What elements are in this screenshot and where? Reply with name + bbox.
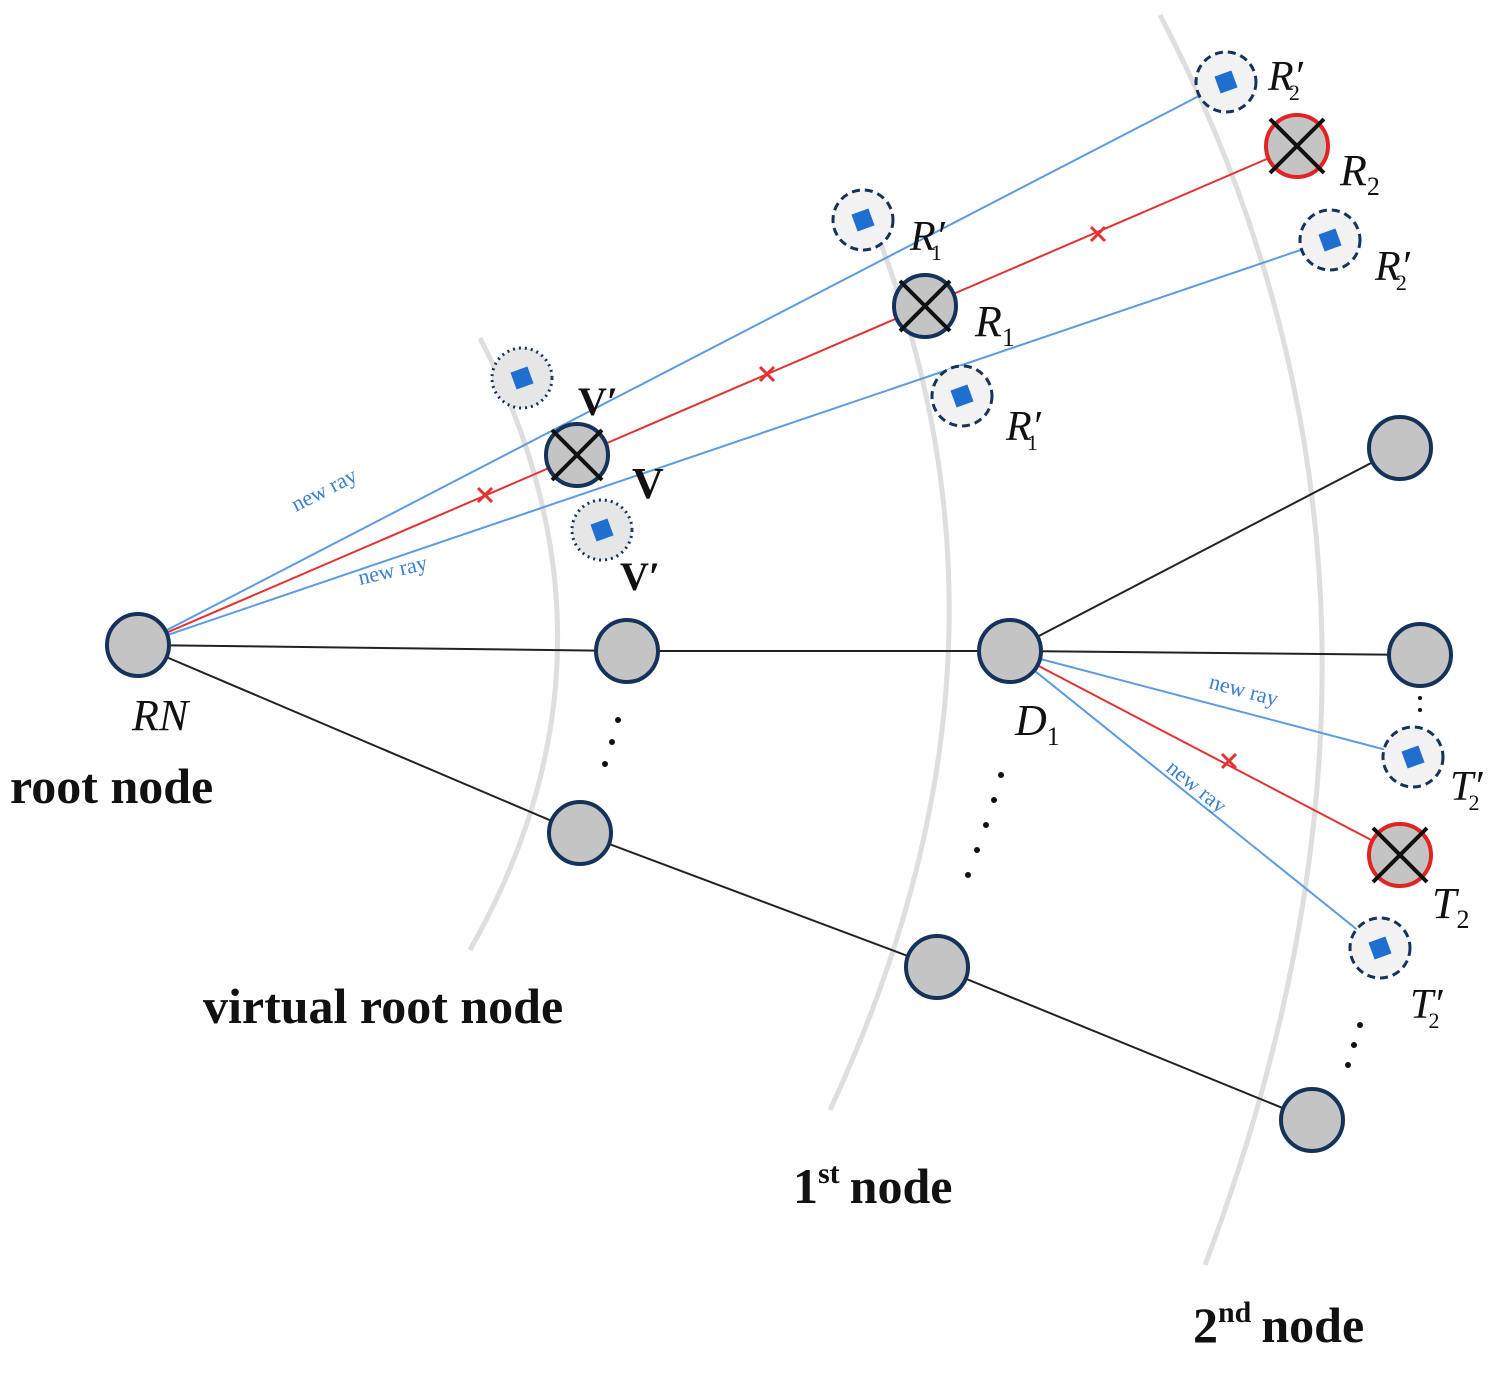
virtual-node-r1-prime-upper xyxy=(831,188,895,252)
virtual-node-r2-prime-lower xyxy=(1298,208,1362,272)
blocked-node-r2 xyxy=(1264,113,1330,179)
label-r2-prime-upper: R′2 xyxy=(1267,54,1304,105)
label-v: V xyxy=(632,459,664,508)
label-r1: R1 xyxy=(974,297,1015,352)
new-ray-label-2: new ray xyxy=(356,550,430,590)
second-node-arc xyxy=(1157,13,1325,1266)
node-second-mid xyxy=(1387,622,1453,688)
node-virtual-root xyxy=(594,618,660,684)
dots-second-bottom xyxy=(1345,1022,1363,1068)
node-virtual-lower xyxy=(547,800,613,866)
dots-second-top xyxy=(1418,696,1422,712)
blocked-node-v xyxy=(544,422,610,488)
new-ray-label-1: new ray xyxy=(287,462,361,516)
caption-virtual-root-node: virtual root node xyxy=(203,978,563,1034)
block-mark-1 xyxy=(476,486,494,504)
virtual-node-v-prime-upper xyxy=(490,346,554,410)
edge-lower-mid xyxy=(579,832,938,968)
label-v-prime-upper: V′ xyxy=(578,379,618,424)
new-ray-lower xyxy=(137,239,1331,646)
node-second-top xyxy=(1367,415,1433,481)
label-r2: R2 xyxy=(1339,146,1380,201)
virtual-node-t2-prime-upper xyxy=(1381,725,1445,789)
new-ray-label-4: new ray xyxy=(1162,754,1232,818)
label-rn: RN xyxy=(131,691,191,740)
label-t2: T2 xyxy=(1432,879,1469,934)
label-r1-prime-upper: R′1 xyxy=(909,214,946,265)
label-t2-prime-upper: T′2 xyxy=(1450,764,1483,815)
new-ray-upper xyxy=(137,81,1227,646)
dots-first xyxy=(965,772,1004,878)
label-d1: D1 xyxy=(1014,696,1060,751)
virtual-node-r1-prime-lower xyxy=(930,364,994,428)
virtual-node-t2-prime-lower xyxy=(1348,916,1412,980)
blocked-node-r1 xyxy=(892,273,958,339)
block-marks xyxy=(476,225,1238,770)
virtual-root-arc xyxy=(467,336,560,952)
new-ray-d1-lower xyxy=(1009,650,1381,949)
label-r2-prime-lower: R′2 xyxy=(1374,244,1411,295)
blocked-ray-d1 xyxy=(1009,650,1401,856)
new-rays xyxy=(137,81,1414,949)
node-root xyxy=(105,612,171,678)
block-mark-3 xyxy=(1089,225,1107,243)
edge-lower-bottom xyxy=(936,966,1313,1121)
tree-edges xyxy=(137,447,1421,1121)
label-v-prime-lower: V′ xyxy=(620,554,660,599)
dots-virtual xyxy=(602,717,621,767)
ellipsis-dots xyxy=(602,696,1422,1068)
label-r1-prime-lower: R′1 xyxy=(1005,404,1042,455)
node-first-lower xyxy=(904,934,970,1000)
edge-d1-top xyxy=(1009,447,1401,652)
block-mark-4 xyxy=(1220,752,1238,770)
virtual-node-r2-prime-upper xyxy=(1194,50,1258,114)
label-t2-prime-lower: T′2 xyxy=(1410,982,1443,1033)
blocked-node-t2 xyxy=(1367,822,1433,888)
edge-rn-virtual xyxy=(137,644,628,652)
tree-nodes xyxy=(105,415,1453,1153)
edge-d1-mid xyxy=(1009,650,1421,656)
node-d1 xyxy=(977,618,1043,684)
new-ray-d1-upper xyxy=(1009,650,1414,758)
node-second-bottom xyxy=(1279,1087,1345,1153)
block-mark-2 xyxy=(758,365,776,383)
edge-rn-lower xyxy=(137,644,581,834)
first-node-arc xyxy=(827,241,952,1112)
virtual-node-v-prime-lower xyxy=(570,498,634,562)
level-arcs xyxy=(467,13,1325,1266)
virtual-nodes xyxy=(490,50,1445,980)
blocked-ray-main xyxy=(137,145,1298,646)
caption-root-node: root node xyxy=(10,758,213,814)
